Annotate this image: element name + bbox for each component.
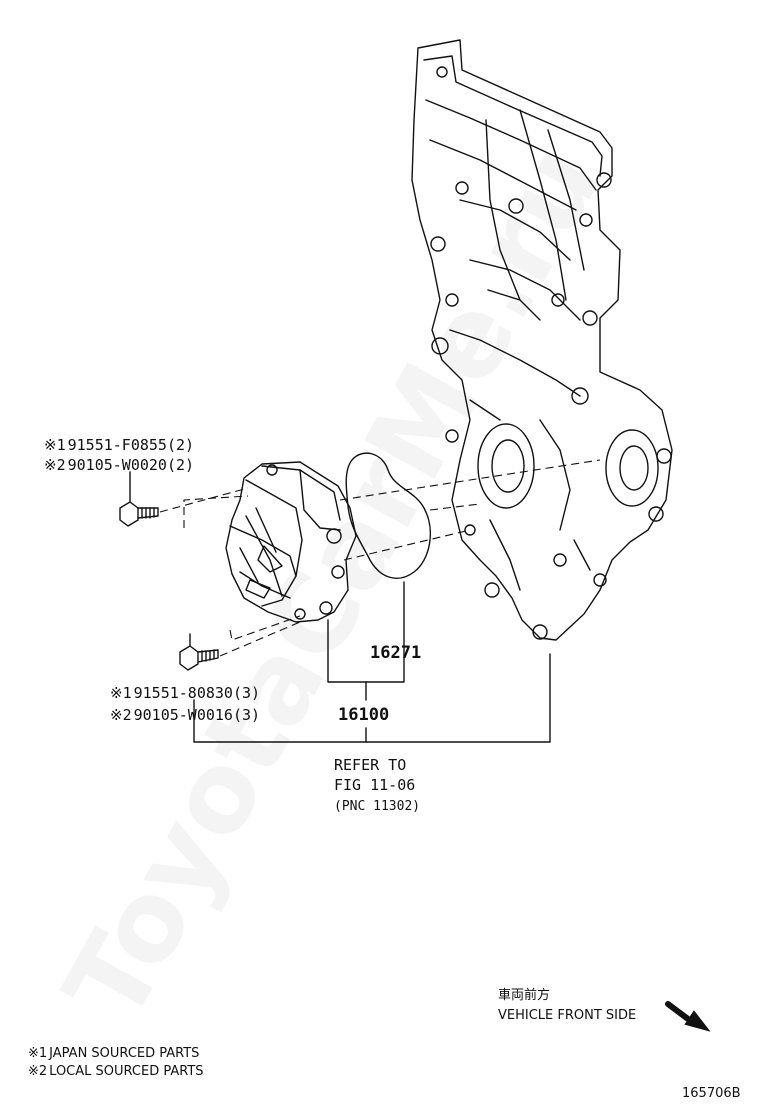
reference-line-2: FIG 11-06 [334,776,416,794]
water-pump [225,461,357,623]
bolt-lower [179,645,219,671]
direction-japanese: 車両前方 [498,988,551,1003]
leader-reference [193,653,551,743]
assembly-lines [159,459,601,657]
reference-line-1: REFER TO [334,756,407,774]
figure-id: 165706B [682,1086,741,1101]
leader-16271 [327,581,405,683]
direction-english: VEHICLE FRONT SIDE [498,1008,637,1023]
gasket-ring [345,452,431,579]
timing-chain-cover [411,39,673,641]
bolt-upper [119,501,159,527]
reference-line-3: (PNC 11302) [334,799,421,814]
gasket-part-number: 16271 [370,643,422,663]
water-pump-part-number: 16100 [338,705,390,725]
